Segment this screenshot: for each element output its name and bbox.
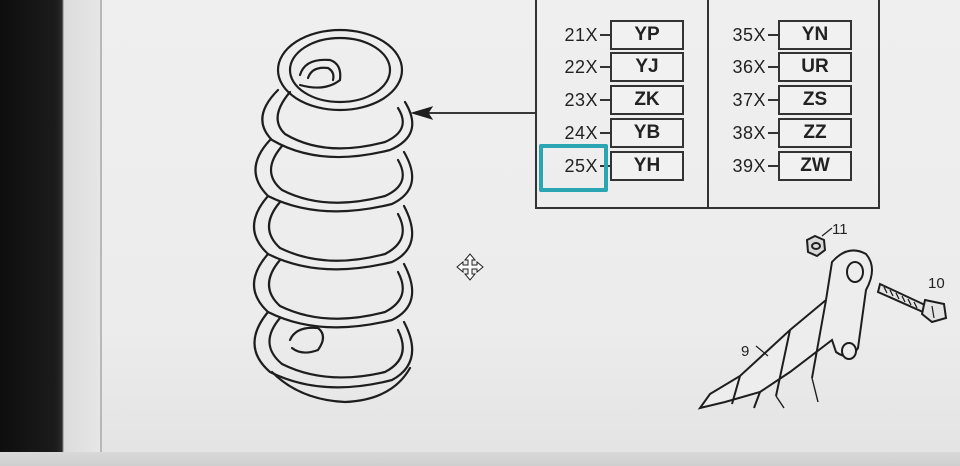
bolt-part	[876, 282, 948, 324]
row-number: 24X	[564, 122, 598, 143]
leader-arrow	[410, 106, 537, 120]
row-number: 25X	[564, 155, 598, 176]
table-row: 39X ZW	[718, 151, 852, 181]
spring-coil	[254, 138, 414, 213]
spring-coil	[253, 310, 414, 389]
row-code: YB	[610, 118, 684, 148]
row-code: ZW	[778, 151, 852, 181]
row-number: 35X	[732, 24, 766, 45]
row-code: YN	[778, 20, 852, 50]
spring-coil-top	[276, 28, 404, 112]
row-number: 36X	[732, 56, 766, 77]
row-code: YH	[610, 151, 684, 181]
coil-spring	[253, 28, 414, 404]
table-row: 36X UR	[718, 52, 852, 82]
row-number: 21X	[564, 24, 598, 45]
row-code: ZS	[778, 85, 852, 115]
callout-bolt-number: 10	[928, 275, 945, 292]
nut-part	[805, 234, 827, 258]
row-number: 23X	[564, 89, 598, 110]
move-cursor-icon	[456, 253, 484, 281]
table-row: 35X YN	[718, 20, 852, 50]
table-row: 37X ZS	[718, 85, 852, 115]
row-code: ZK	[610, 85, 684, 115]
spring-coil	[261, 88, 414, 159]
bracket-part	[697, 249, 873, 410]
selection-highlight[interactable]	[539, 144, 608, 192]
page-edge	[100, 0, 102, 466]
row-code: YP	[610, 20, 684, 50]
row-code: ZZ	[778, 118, 852, 148]
table-row: 22X YJ	[550, 52, 684, 82]
code-table	[535, 0, 880, 209]
row-number: 38X	[732, 122, 766, 143]
bracket-assembly	[697, 227, 948, 410]
spring-coil	[253, 252, 414, 329]
row-code: UR	[778, 52, 852, 82]
screen-bottom-bezel	[0, 452, 960, 466]
row-number: 39X	[732, 155, 766, 176]
table-row: 21X YP	[550, 20, 684, 50]
row-number: 22X	[564, 56, 598, 77]
column-divider	[707, 0, 709, 209]
row-code: YJ	[610, 52, 684, 82]
table-row: 24X YB	[550, 118, 684, 148]
table-row: 23X ZK	[550, 85, 684, 115]
table-row: 38X ZZ	[718, 118, 852, 148]
callout-nut-number: 11	[832, 221, 848, 238]
table-row: 25X YH	[550, 151, 684, 181]
callout-bracket-number: 9	[741, 343, 750, 360]
row-number: 37X	[732, 89, 766, 110]
spring-coil	[253, 194, 414, 271]
